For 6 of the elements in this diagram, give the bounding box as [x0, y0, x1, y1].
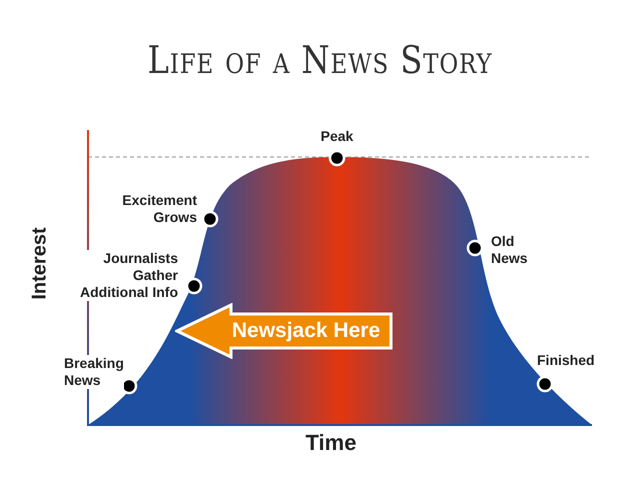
point-label: Breaking News	[64, 355, 124, 389]
axis-title: Interest	[28, 226, 52, 302]
axis-title: Time	[304, 430, 358, 455]
callout-text: Newsjack Here	[230, 318, 382, 344]
point-label: Journalists Gather Additional Info	[80, 250, 178, 301]
title: Life of a News Story	[146, 38, 494, 82]
